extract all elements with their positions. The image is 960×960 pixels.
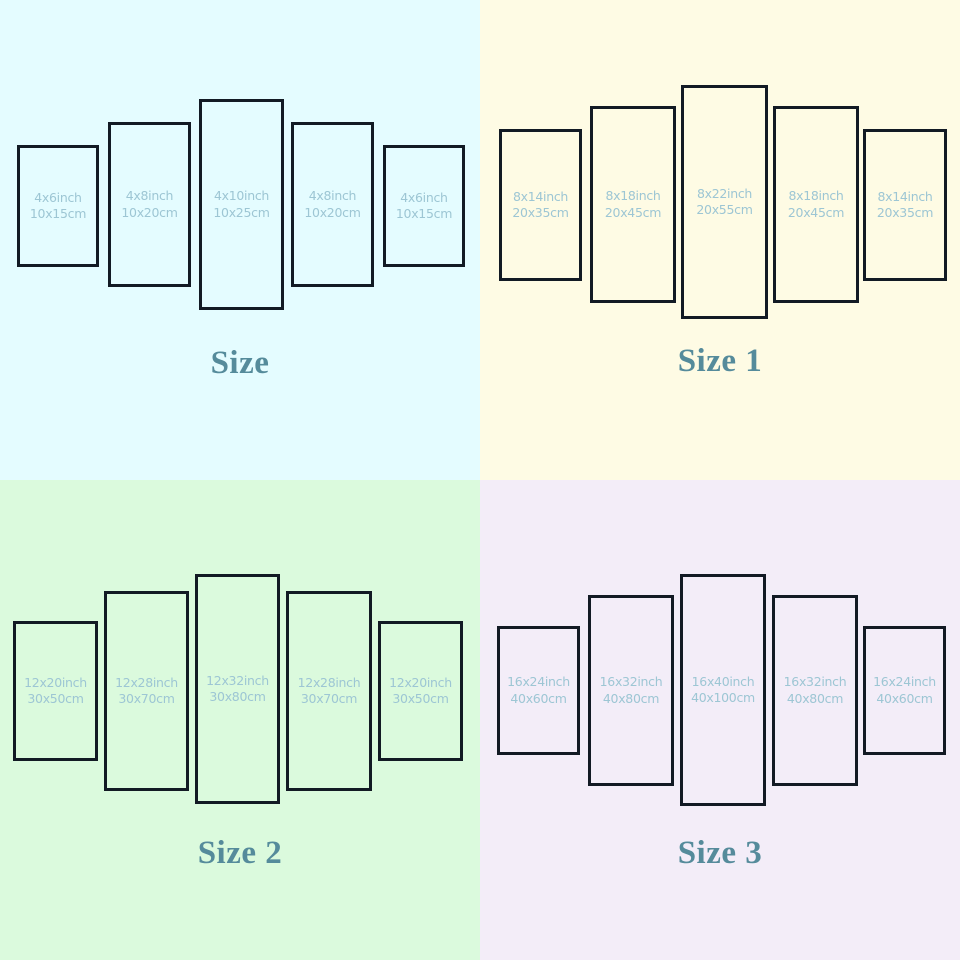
panel-size-inch: 4x10inch [213, 188, 270, 203]
panel-size-cm: 10x15cm [395, 206, 453, 221]
panel-size-inch: 4x6inch [34, 189, 82, 205]
panel-size-cm: 20x35cm [876, 205, 934, 220]
panel-size-cm: 30x70cm [118, 691, 175, 706]
size-option-title: Size 3 [677, 835, 763, 871]
panel-size-cm: 20x55cm [696, 202, 753, 217]
panel-size-cm: 10x25cm [213, 204, 270, 220]
panel-size-cm: 10x15cm [29, 206, 87, 221]
panel-size-cm: 40x60cm [510, 690, 567, 706]
panel-size-inch: 8x14inch [877, 188, 933, 204]
panel-size-inch: 8x22inch [696, 185, 753, 201]
panel-size-cm: 30x50cm [27, 691, 84, 706]
size-option-title: Size 2 [197, 835, 283, 871]
size-option-title: Size [210, 345, 270, 381]
panel-size-cm: 30x70cm [300, 691, 358, 706]
panel-size-inch: 8x14inch [512, 188, 569, 204]
panel-size-inch: 8x18inch [605, 188, 661, 203]
panel-size-inch: 12x32inch [206, 672, 269, 688]
panel-size-inch: 12x28inch [297, 674, 361, 690]
panel-size-inch: 4x8inch [125, 188, 174, 203]
panel-size-inch: 16x24inch [873, 674, 936, 689]
panel-size-inch: 16x40inch [691, 673, 755, 689]
panel-size-inch: 16x24inch [507, 674, 570, 689]
panel-size-cm: 40x60cm [876, 690, 933, 706]
size-option-title: Size 1 [677, 343, 763, 379]
panel-size-inch: 16x32inch [599, 674, 663, 689]
panel-size-cm: 20x35cm [512, 205, 569, 220]
panel-size-cm: 10x20cm [121, 204, 178, 220]
panel-size-cm: 10x20cm [304, 204, 361, 220]
panel-size-inch: 16x32inch [783, 674, 847, 689]
panel-size-cm: 40x100cm [691, 690, 755, 705]
panel-size-inch: 4x6inch [400, 189, 448, 205]
panel-size-inch: 12x20inch [24, 674, 87, 690]
panel-size-cm: 20x45cm [787, 204, 845, 220]
panel-size-cm: 30x80cm [209, 689, 266, 704]
panel-size-cm: 30x50cm [392, 691, 449, 706]
panel-size-inch: 8x18inch [788, 188, 844, 203]
panel-size-inch: 12x20inch [389, 674, 452, 690]
panel-size-cm: 20x45cm [604, 204, 662, 220]
panel-size-cm: 40x80cm [786, 690, 844, 706]
panel-size-inch: 4x8inch [308, 188, 357, 203]
panel-size-cm: 40x80cm [602, 690, 660, 706]
panel-size-inch: 12x28inch [115, 674, 178, 690]
